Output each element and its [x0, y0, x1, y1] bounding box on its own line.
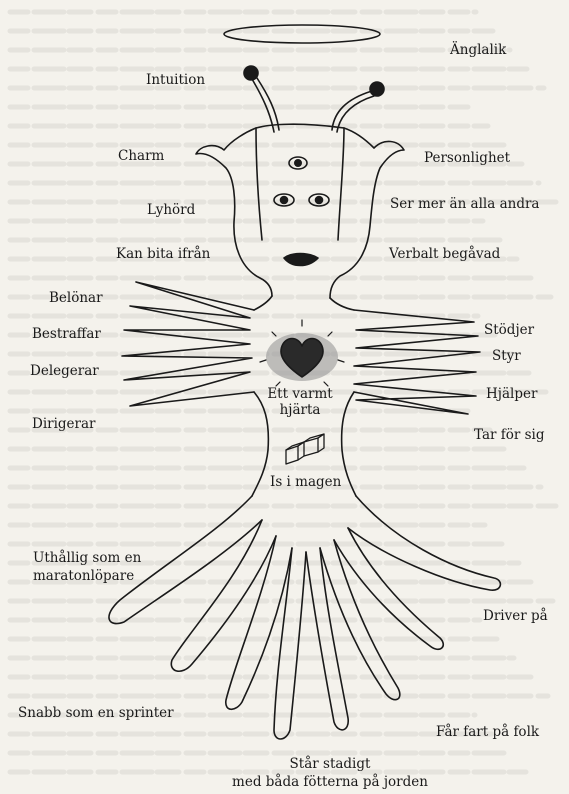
head-right-ear: [330, 128, 404, 298]
legs: [109, 496, 500, 739]
label-kan-bita: Kan bita ifrån: [116, 246, 210, 262]
label-intuition: Intuition: [146, 72, 205, 88]
label-star-line-2: med båda fötterna på jorden: [232, 774, 428, 790]
head-right-side: [338, 128, 344, 240]
left-eye-pupil: [281, 197, 288, 204]
body-right: [330, 298, 354, 310]
label-snabb: Snabb som en sprinter: [18, 705, 174, 721]
label-bestraffar: Bestraffar: [32, 326, 101, 342]
leg-5: [306, 548, 348, 730]
ice-cubes: [286, 434, 324, 464]
right-arm-zigzag: [354, 310, 480, 414]
label-belonar: Belönar: [49, 290, 103, 306]
label-verbalt: Verbalt begåvad: [389, 246, 500, 262]
leg-4: [274, 548, 306, 739]
label-star-line-1: Står stadigt: [290, 756, 371, 772]
head-left-side: [256, 128, 262, 240]
label-hjarta-line-1: Ett varmt: [267, 386, 332, 402]
antenna-right: [332, 91, 372, 130]
label-dirigerar: Dirigerar: [32, 416, 96, 432]
body-left: [254, 296, 272, 310]
leg-8: [348, 496, 500, 590]
antenna-left-ball: [244, 66, 258, 80]
label-driver-pa: Driver på: [483, 608, 548, 624]
label-hjalper: Hjälper: [486, 386, 537, 402]
label-is-i-magen: Is i magen: [270, 474, 341, 490]
torso-right: [342, 392, 356, 496]
label-uthallig-line-1: Uthållig som en: [33, 550, 141, 566]
right-eye-pupil: [316, 197, 323, 204]
label-hjarta-line-2: hjärta: [280, 402, 321, 418]
halo-ring: [224, 25, 380, 43]
leg-6: [320, 540, 400, 700]
label-lyhord: Lyhörd: [147, 202, 195, 218]
leg-3: [226, 536, 292, 709]
label-stodjer: Stödjer: [484, 322, 534, 338]
label-far-fart: Får fart på folk: [436, 724, 539, 740]
head-top: [256, 124, 344, 128]
label-styr: Styr: [492, 348, 521, 364]
mouth: [284, 254, 318, 266]
label-ser-mer: Ser mer än alla andra: [390, 196, 539, 212]
third-eye-pupil: [295, 160, 301, 166]
torso-left: [252, 392, 268, 496]
left-arm-zigzag: [122, 282, 254, 406]
antenna-left-inner: [257, 78, 279, 130]
label-delegerar: Delegerar: [30, 363, 99, 379]
label-personlighet: Personlighet: [424, 150, 510, 166]
label-uthallig-line-2: maratonlöpare: [33, 568, 134, 584]
label-charm: Charm: [118, 148, 164, 164]
label-anglalik: Änglalik: [450, 42, 506, 58]
head-left-ear: [196, 128, 272, 296]
antenna-right-inner: [337, 96, 374, 132]
label-tar-for-sig: Tar för sig: [474, 427, 545, 443]
antenna-right-ball: [370, 82, 384, 96]
